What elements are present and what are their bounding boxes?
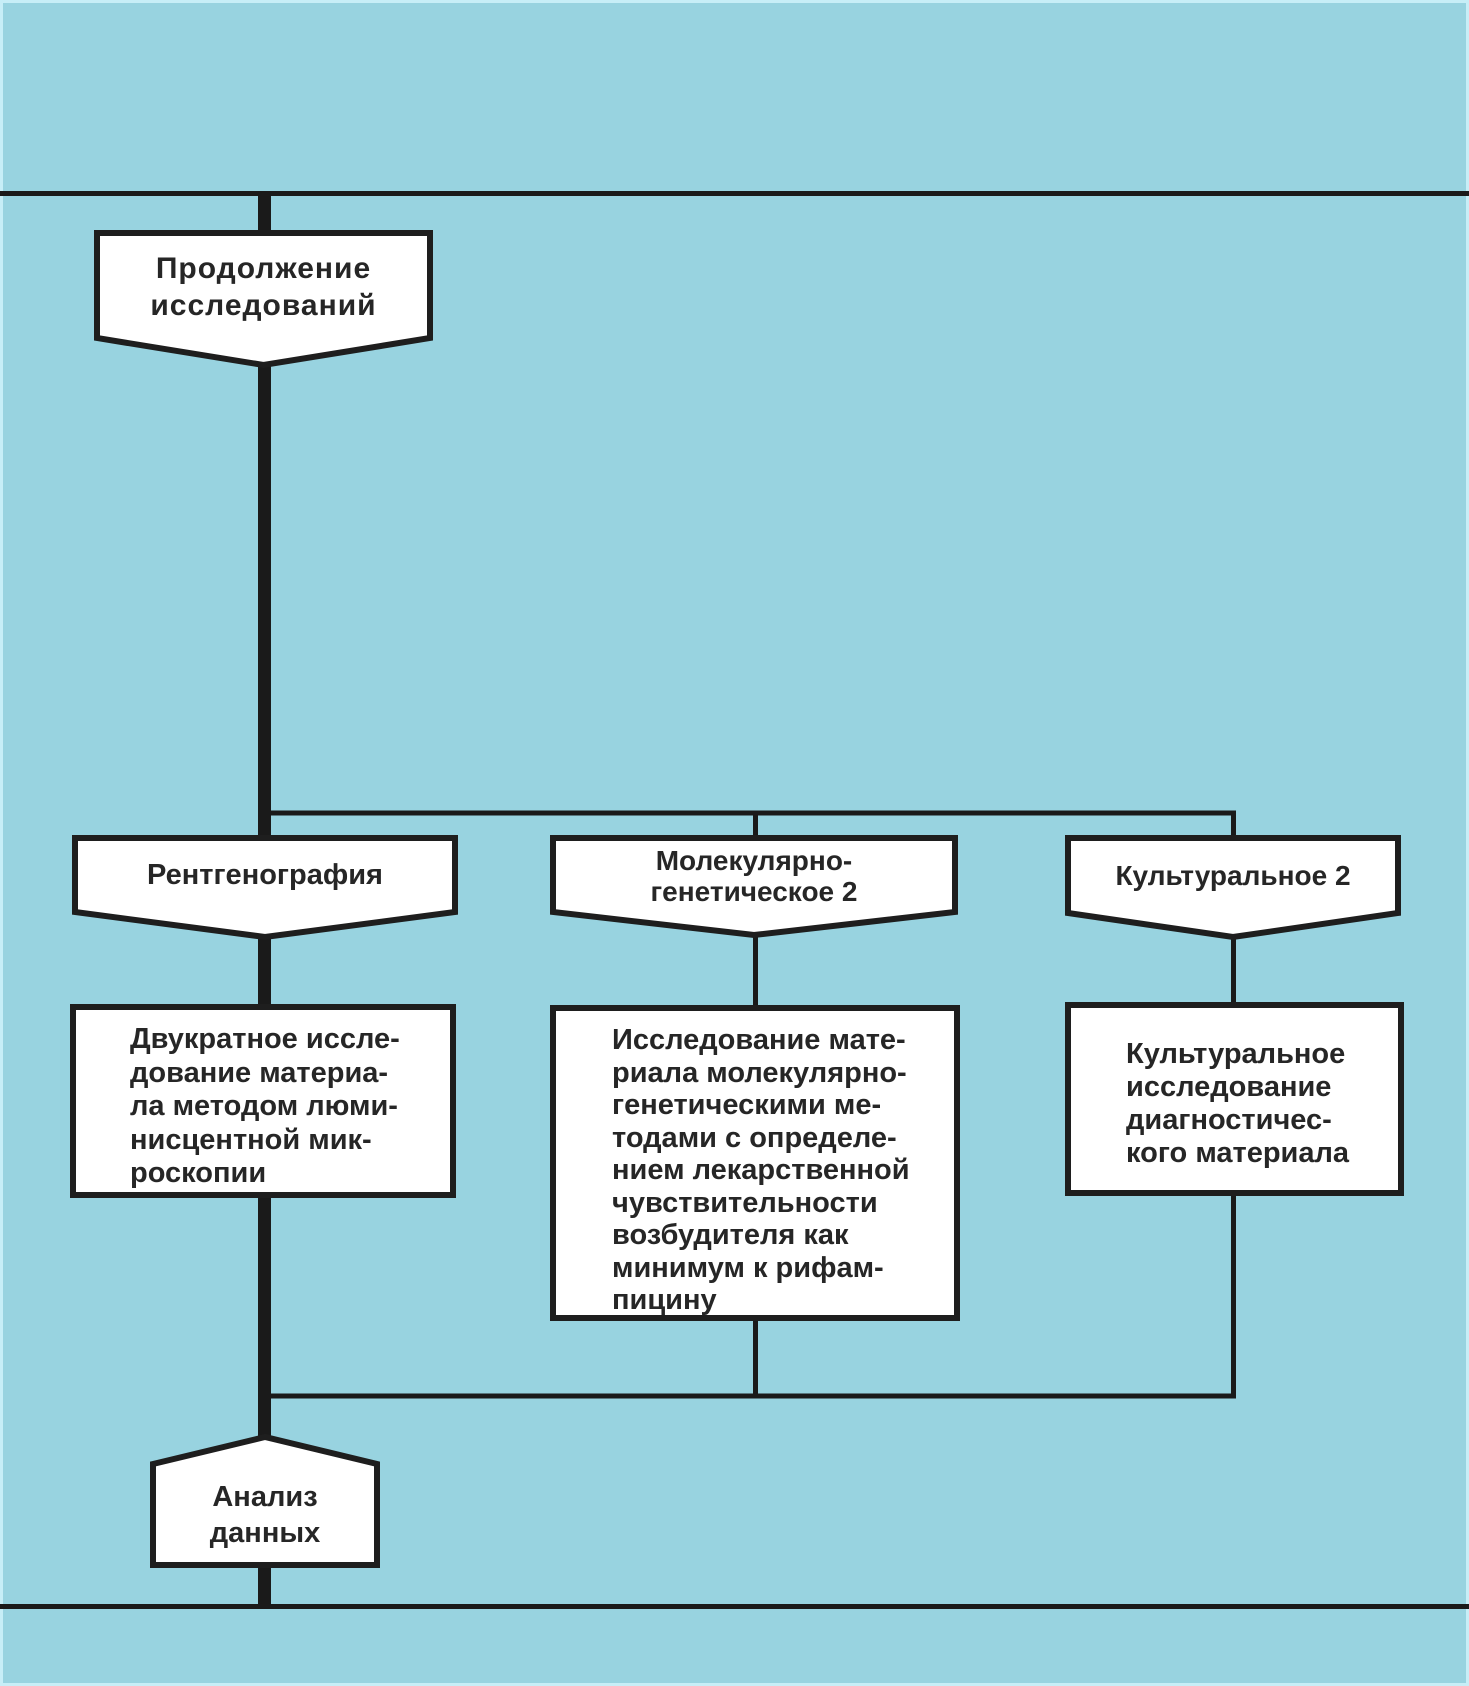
cultural-box-label: Культуральное исследование диагностичес-… — [1126, 1038, 1350, 1169]
xray-banner-label: Рентгенография — [147, 859, 383, 891]
xray-box-shape — [70, 1004, 456, 1198]
xray-box-label: Двукратное иссле- дование материа- ла ме… — [130, 1023, 400, 1189]
molecular-banner-shape — [550, 835, 958, 939]
cultural-box-shape — [1065, 1002, 1404, 1196]
analysis-pentagon-label: Анализ данных — [209, 1480, 321, 1549]
cultural-banner-label: Культуральное 2 — [1115, 860, 1351, 891]
analysis-pentagon-shape — [150, 1433, 380, 1568]
continuation-banner-label: Продолжение исследований — [150, 252, 377, 322]
cultural-banner-shape — [1065, 835, 1401, 941]
molecular-banner-label: Молекулярно- генетическое 2 — [650, 845, 858, 907]
continuation-banner-shape — [94, 230, 433, 369]
molecular-box-label: Исследование мате- риала молекулярно- ге… — [612, 1024, 910, 1316]
molecular-box-shape — [550, 1005, 960, 1321]
xray-banner-shape — [72, 835, 458, 941]
